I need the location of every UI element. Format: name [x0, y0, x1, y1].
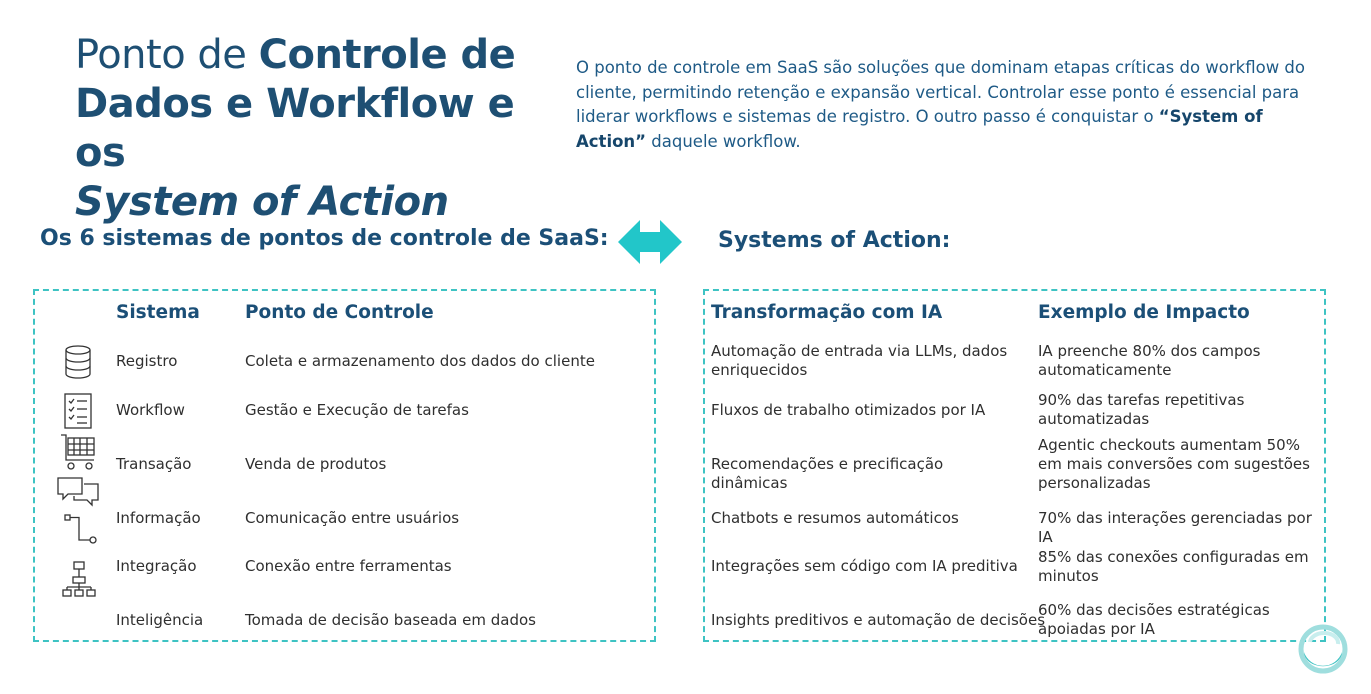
right-section-heading: Systems of Action: — [718, 228, 951, 253]
impact-row-1: IA preenche 80% dos campos automaticamen… — [1038, 342, 1261, 379]
impact-row-2: 90% das tarefas repetitivas automatizada… — [1038, 391, 1245, 428]
transformation-row-2: Fluxos de trabalho otimizados por IA — [711, 401, 986, 419]
system-name-transacao: Transação — [116, 455, 192, 473]
system-name-informacao: Informação — [116, 509, 201, 527]
intro-highlight: “System of Action” — [576, 107, 1263, 151]
intro-text-2: daquele workflow. — [646, 131, 801, 151]
systems-of-action-panel — [703, 289, 1326, 642]
double-arrow-icon — [618, 220, 682, 264]
impact-row-5: 85% das conexões configuradas em minutos — [1038, 548, 1309, 585]
system-column-header: Sistema — [116, 302, 200, 323]
transformation-row-5: Integrações sem código com IA preditiva — [711, 557, 1018, 575]
system-name-inteligencia: Inteligência — [116, 611, 204, 629]
control-point-integracao: Conexão entre ferramentas — [245, 557, 452, 575]
control-point-workflow: Gestão e Execução de tarefas — [245, 401, 469, 419]
brand-logo — [1296, 622, 1350, 676]
intro-text-1: O ponto de controle em SaaS são soluções… — [576, 58, 1306, 126]
impact-row-4: 70% das interações gerenciadas por IA — [1038, 509, 1312, 546]
page-title: Ponto de Controle de Dados e Workflow e … — [75, 31, 575, 227]
control-point-informacao: Comunicação entre usuários — [245, 509, 460, 527]
transformation-column-header: Transformação com IA — [711, 302, 943, 323]
chat-bubbles-icon — [56, 476, 100, 507]
title-part-1: Ponto de — [75, 32, 259, 78]
transformation-row-1: Automação de entrada via LLMs, dados enr… — [711, 342, 1008, 379]
impact-row-6: 60% das decisões estratégicas apoiadas p… — [1038, 601, 1270, 638]
system-name-integracao: Integração — [116, 557, 197, 575]
title-part-3: System of Action — [75, 179, 449, 225]
control-column-header: Ponto de Controle — [245, 302, 434, 323]
system-name-workflow: Workflow — [116, 401, 185, 419]
transformation-row-6: Insights preditivos e automação de decis… — [711, 611, 1046, 629]
transformation-row-3: Recomendações e precificação dinâmicas — [711, 455, 944, 492]
transformation-row-4: Chatbots e resumos automáticos — [711, 509, 959, 527]
title-part-2: Controle de Dados e Workflow e os — [75, 32, 516, 176]
shopping-cart-icon — [60, 432, 96, 472]
control-point-inteligencia: Tomada de decisão baseada em dados — [245, 611, 536, 629]
flow-path-icon — [62, 512, 98, 552]
control-points-panel — [33, 289, 656, 642]
control-point-registro: Coleta e armazenamento dos dados do clie… — [245, 352, 595, 370]
intro-paragraph: O ponto de controle em SaaS são soluções… — [576, 56, 1336, 154]
org-chart-icon — [62, 560, 98, 600]
impact-column-header: Exemplo de Impacto — [1038, 302, 1250, 323]
left-section-heading: Os 6 sistemas de pontos de controle de S… — [40, 226, 609, 251]
impact-row-3: Agentic checkouts aumentam 50% em mais c… — [1038, 436, 1310, 492]
system-name-registro: Registro — [116, 352, 178, 370]
database-icon — [62, 343, 98, 383]
checklist-icon — [62, 392, 98, 432]
control-point-transacao: Venda de produtos — [245, 455, 387, 473]
